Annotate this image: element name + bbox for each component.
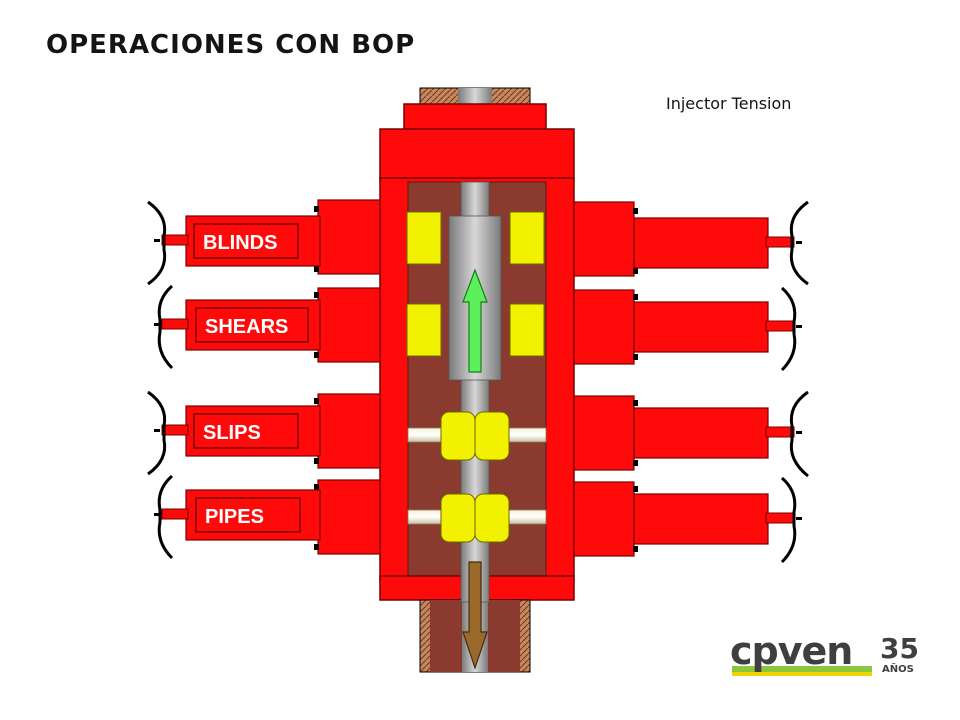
slide-title: OPERACIONES CON BOP xyxy=(46,30,416,60)
slip-ram-blocks xyxy=(407,411,547,461)
cpven-logo: cpven 35 AÑOS xyxy=(730,630,919,676)
ram-label-plates xyxy=(193,223,309,533)
blind-ram-blocks xyxy=(406,211,545,265)
logo-subtitle-text: AÑOS xyxy=(882,662,914,675)
shear-ram-blocks xyxy=(406,303,545,357)
logo-number-text: 35 xyxy=(880,632,919,665)
shears-ram-label: SHEARS xyxy=(205,316,288,338)
pipe-ram-blocks xyxy=(407,493,547,543)
blinds-ram-label: BLINDS xyxy=(203,232,277,254)
pipes-ram-label: PIPES xyxy=(205,506,264,528)
up-arrow-icon xyxy=(462,268,488,373)
injector-tension-label: Injector Tension xyxy=(666,94,792,113)
right-actuators xyxy=(573,200,809,564)
logo-brand-text: cpven xyxy=(730,630,852,673)
down-arrow-icon xyxy=(462,561,488,670)
top-flange xyxy=(379,87,575,182)
slips-ram-label: SLIPS xyxy=(203,422,261,444)
